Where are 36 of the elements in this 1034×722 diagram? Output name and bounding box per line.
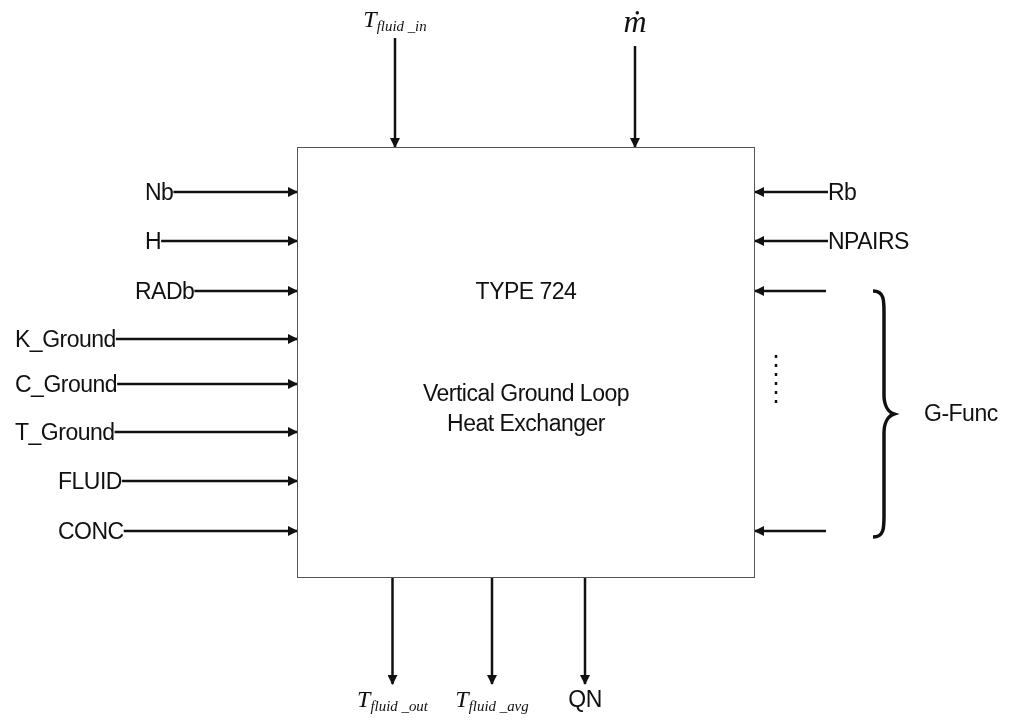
arrow (115, 334, 298, 344)
variable-label: T$_{fluid _in}$ (363, 5, 427, 37)
parameter-label: QN (568, 685, 602, 714)
arrow (117, 379, 298, 389)
variable-label: T$_{fluid _out}$ (357, 685, 428, 717)
arrow (580, 578, 590, 685)
parameter-label: NPAIRS (828, 227, 909, 256)
arrow (754, 286, 826, 296)
arrow (754, 187, 828, 197)
arrow (754, 526, 826, 536)
arrow (754, 236, 828, 246)
variable-label: T$_{fluid _avg}$ (455, 685, 529, 717)
variable-label: ṁ (623, 6, 647, 36)
parameter-label: Rb (828, 178, 857, 207)
component-description: Vertical Ground Loop Heat Exchanger (421, 379, 631, 438)
component-box (297, 147, 755, 578)
arrow (387, 578, 398, 685)
arrow (121, 476, 298, 486)
group-label: G-Func (924, 399, 998, 428)
parameter-label: FLUID (58, 467, 122, 496)
component-title: TYPE 724 (474, 277, 578, 306)
arrow (173, 187, 298, 197)
arrow (114, 427, 298, 437)
parameter-label: H (145, 227, 162, 256)
arrow (630, 46, 640, 148)
parameter-label: CONC (58, 517, 124, 546)
arrow (161, 236, 298, 246)
arrow (390, 38, 400, 148)
arrow (487, 578, 497, 685)
arrow (123, 526, 298, 536)
parameter-label: RADb (135, 277, 195, 306)
parameter-label: T_Ground (15, 418, 115, 447)
arrow (194, 286, 298, 296)
parameter-label: Nb (145, 178, 174, 207)
parameter-label: C_Ground (15, 370, 118, 399)
parameter-label: K_Ground (15, 325, 116, 354)
